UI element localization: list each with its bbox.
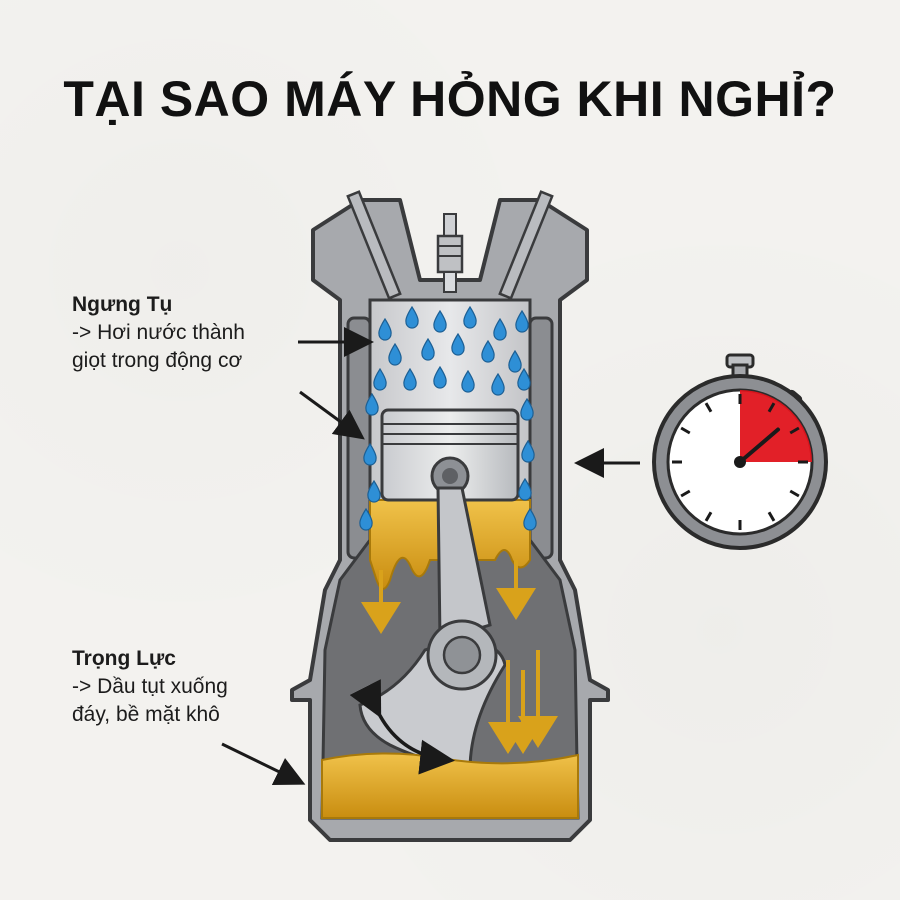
water-droplet-icon (378, 317, 392, 341)
piston (380, 408, 520, 502)
condensation-body: -> Hơi nước thành giọt trong động cơ (72, 321, 245, 372)
stopwatch-tick (789, 489, 800, 498)
water-droplet-icon (463, 305, 477, 329)
condensation-heading: Ngưng Tụ (72, 293, 173, 316)
water-droplet-icon (365, 392, 379, 416)
gravity-body: -> Dầu tụt xuống đáy, bề mặt khô (72, 675, 228, 726)
intake-valve (346, 190, 402, 300)
water-droplet-icon (421, 337, 435, 361)
pointer-arrow-icon (221, 742, 306, 785)
exhaust-valve (498, 190, 554, 300)
stopwatch-tick (704, 511, 713, 522)
water-droplet-icon (481, 339, 495, 363)
water-droplet-icon (388, 342, 402, 366)
gravity-heading: Trọng Lực (72, 647, 176, 670)
stopwatch-tick (789, 426, 800, 435)
water-droplet-icon (508, 349, 522, 373)
water-droplet-icon (461, 369, 475, 393)
connecting-rod (436, 486, 492, 643)
stopwatch-tick (680, 489, 691, 498)
water-droplet-icon (367, 479, 381, 503)
water-droplet-icon (373, 367, 387, 391)
water-droplet-icon (523, 507, 537, 531)
water-droplet-icon (521, 439, 535, 463)
water-droplet-icon (405, 305, 419, 329)
oil-pool (321, 752, 579, 819)
gravity-label: Trọng Lực -> Dầu tụt xuống đáy, bề mặt k… (72, 645, 292, 729)
spark-plug (436, 213, 464, 293)
condensation-label: Ngưng Tụ -> Hơi nước thành giọt trong độ… (72, 291, 322, 375)
water-droplet-icon (518, 477, 532, 501)
stopwatch-icon (652, 353, 828, 550)
water-droplets (359, 305, 537, 531)
stopwatch-tick (767, 402, 776, 413)
water-droplet-icon (433, 365, 447, 389)
stopwatch-tick (704, 402, 713, 413)
water-droplet-icon (517, 367, 531, 391)
water-droplet-icon (363, 442, 377, 466)
water-droplet-icon (491, 372, 505, 396)
water-droplet-icon (493, 317, 507, 341)
page-title: TẠI SAO MÁY HỎNG KHI NGHỈ? (63, 71, 837, 127)
water-droplet-icon (359, 507, 373, 531)
water-droplet-icon (520, 397, 534, 421)
water-droplet-icon (515, 309, 529, 333)
stopwatch-tick (680, 426, 691, 435)
oil-flow-arrows (361, 560, 558, 754)
water-droplet-icon (403, 367, 417, 391)
rotation-arrow-icon (349, 679, 455, 775)
pointer-arrows (221, 327, 640, 785)
pointer-arrow-icon (299, 390, 365, 440)
water-droplet-icon (451, 332, 465, 356)
stopwatch-tick (767, 511, 776, 522)
water-droplet-icon (433, 309, 447, 333)
